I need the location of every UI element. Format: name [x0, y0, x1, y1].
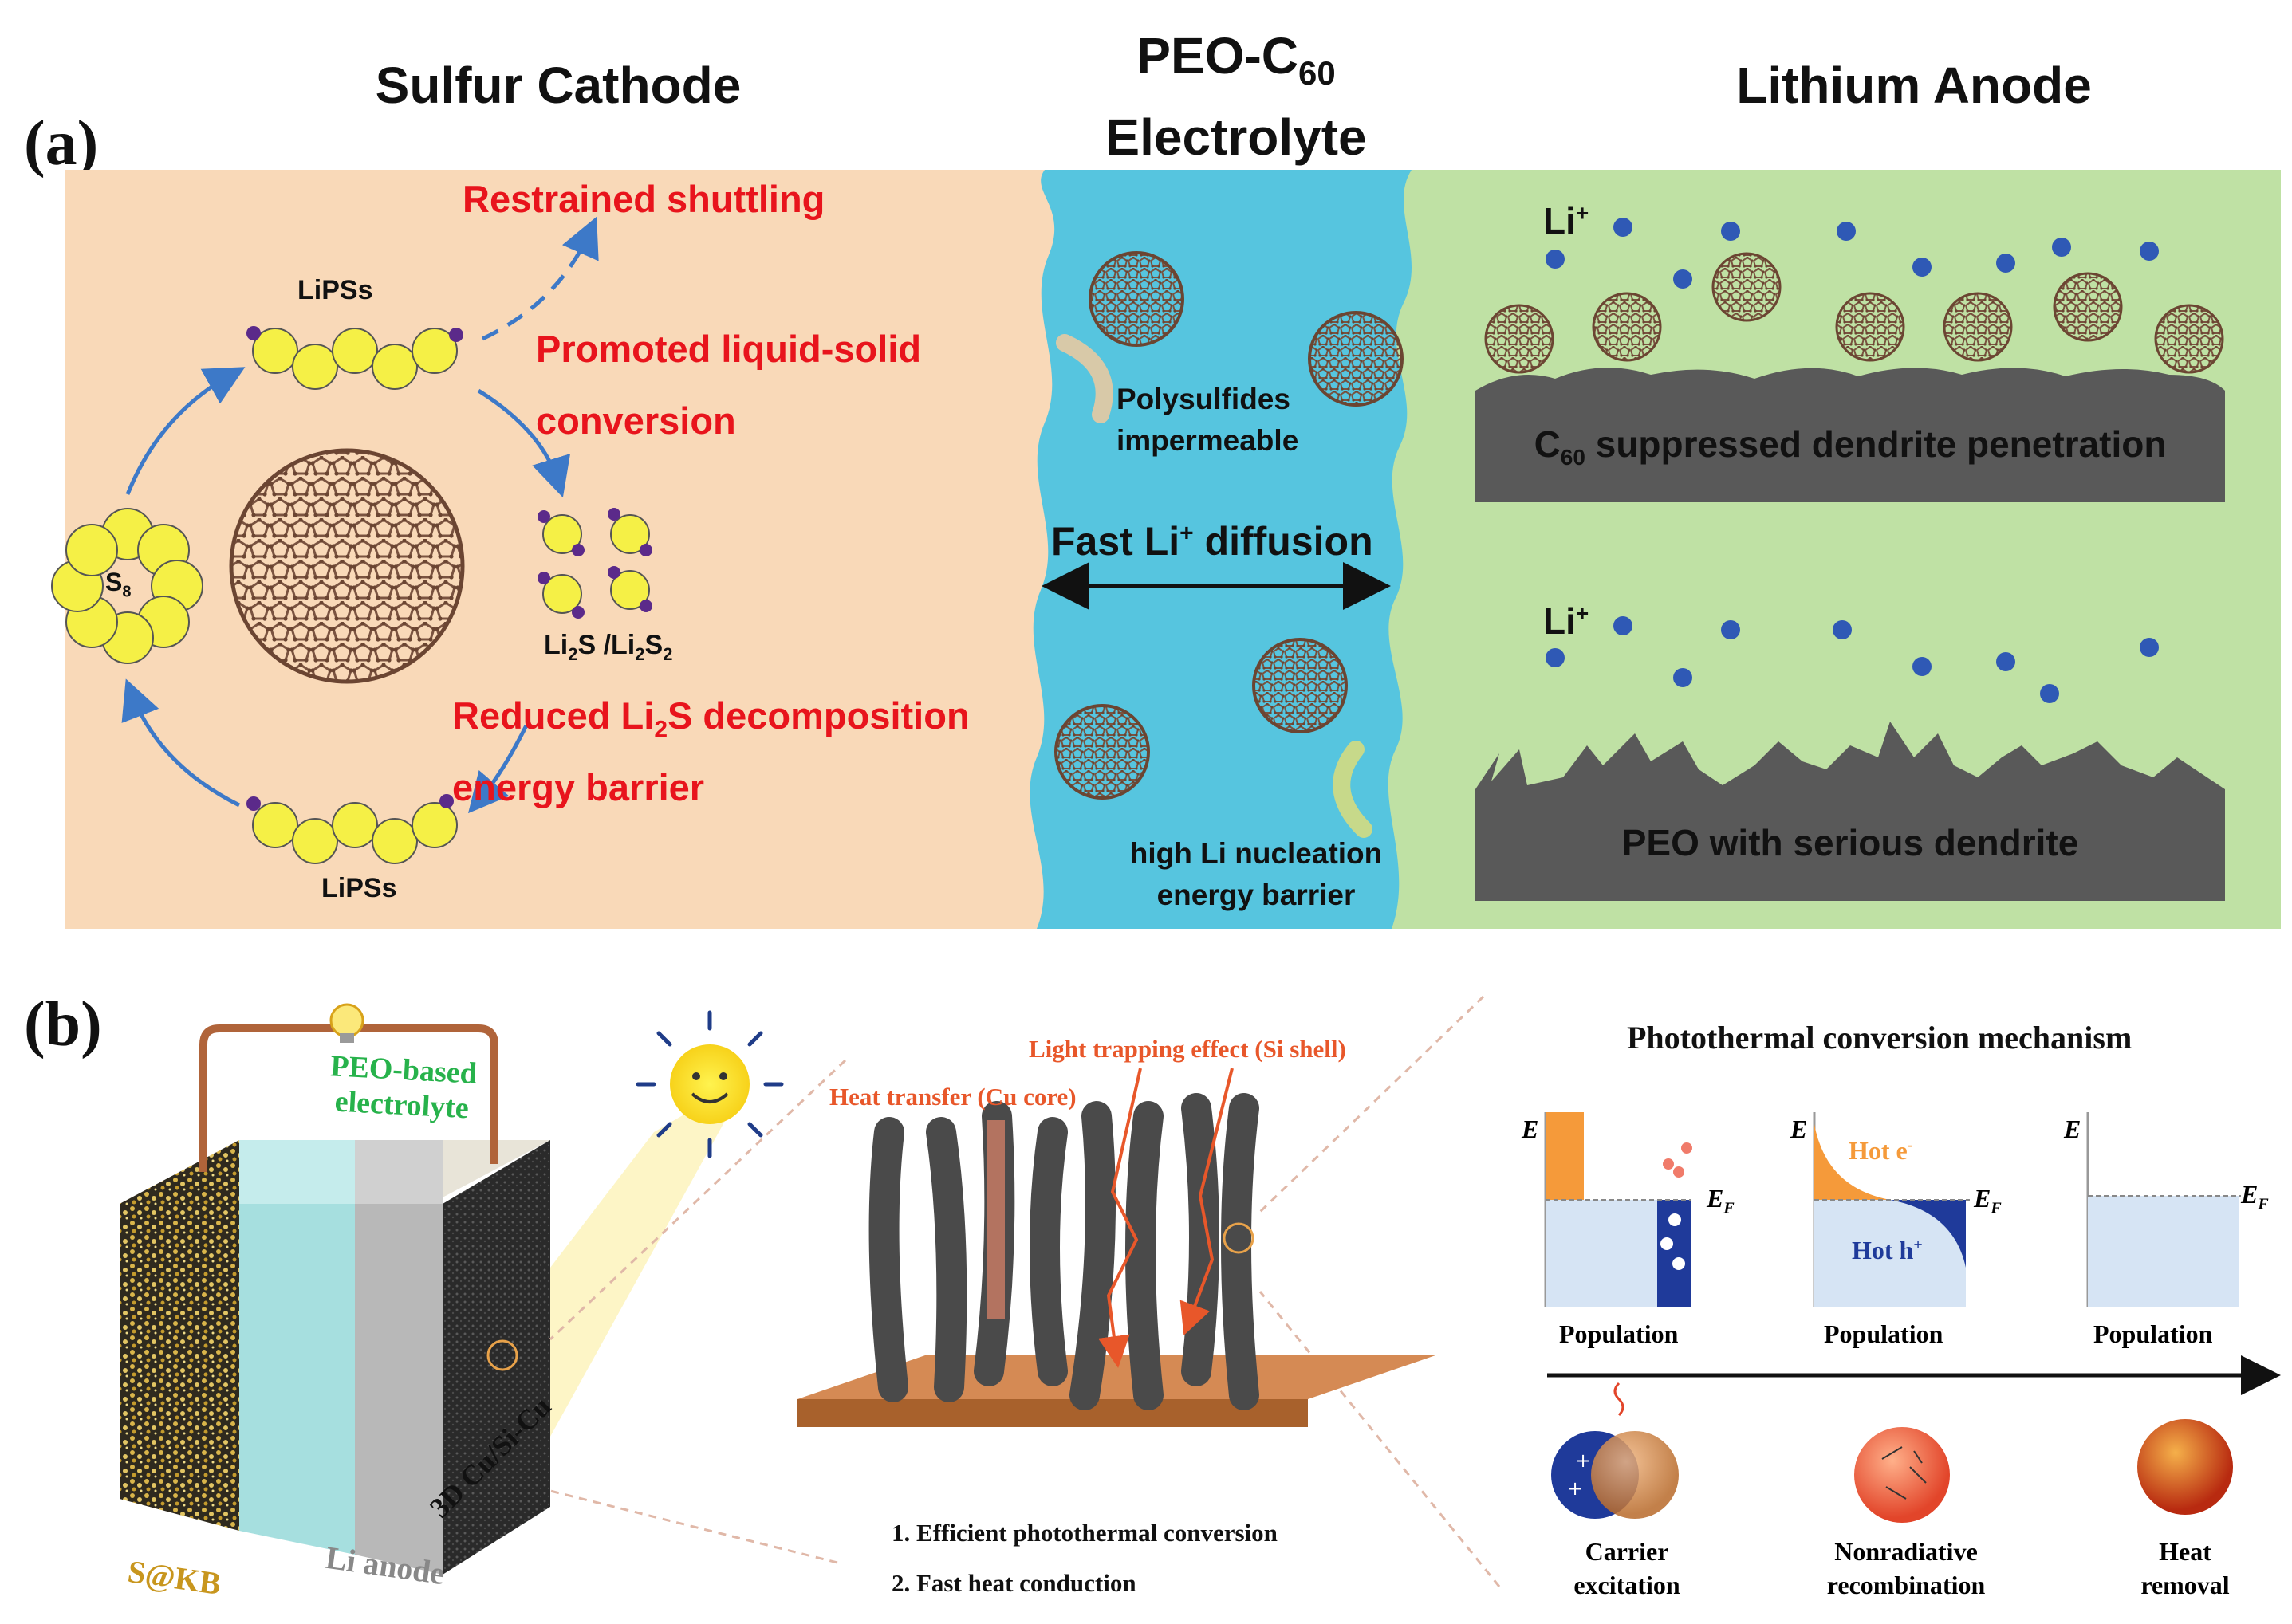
ef-label-1: EF	[1707, 1184, 1735, 1217]
lipss-top-label: LiPSs	[297, 275, 373, 305]
li-ions-bottom	[1546, 616, 2159, 703]
mechanism-plot-2	[1813, 1112, 1970, 1307]
heat-transfer-label: Heat transfer (Cu core)	[829, 1083, 1077, 1111]
light-trapping-label: Light trapping effect (Si shell)	[1029, 1035, 1346, 1063]
hot-electron-label: Hot e-	[1849, 1136, 1913, 1165]
electrolyte-header: PEO-C60 Electrolyte	[1105, 27, 1367, 166]
mechanism-plot-1	[1544, 1112, 1692, 1307]
point-2: 2. Fast heat conduction	[892, 1569, 1136, 1597]
e-axis-label-2: E	[1790, 1115, 1808, 1143]
s8-ring	[51, 508, 203, 664]
bulb-icon	[329, 1003, 364, 1043]
panel-a-diagram	[51, 170, 2281, 929]
hot-hole-label: Hot h+	[1852, 1236, 1923, 1264]
li-layer	[355, 1204, 443, 1575]
li-ion-label-top: Li+	[1543, 200, 1589, 242]
arrow-li2s-to-lipss	[467, 724, 529, 814]
anode-bar-bottom-label: PEO with serious dendrite	[1621, 822, 2079, 863]
panel-b-label: (b)	[24, 989, 102, 1060]
fullerene-electrolyte	[1054, 704, 1150, 800]
e-axis-label-1: E	[1522, 1115, 1539, 1143]
sulfur-cathode-header: Sulfur Cathode	[375, 57, 742, 114]
promoted-conversion-label-1: Promoted liquid-solid	[536, 328, 922, 370]
e-axis-label-3: E	[2064, 1115, 2081, 1143]
li-ions-top	[1546, 218, 2159, 289]
s8-label: S8	[105, 568, 132, 601]
anode-bar-top	[1475, 368, 2225, 502]
arrow-s8-to-lipss	[125, 367, 246, 495]
panel-a-label: (a)	[24, 108, 99, 179]
li2s-label: Li2S /Li2S2	[544, 630, 673, 664]
lipss-chain-top	[246, 326, 463, 390]
mechanism-title: Photothermal conversion mechanism	[1627, 1020, 2133, 1056]
ef-label-2: EF	[1974, 1184, 2002, 1217]
lipss-chain-bottom	[246, 794, 458, 864]
cu-layer	[443, 1140, 550, 1575]
heat-removal-icon	[2137, 1419, 2233, 1515]
anode-bar-top-label: C60 suppressed dendrite penetration	[1534, 423, 2167, 470]
fullerene-electrolyte	[1252, 638, 1348, 733]
population-label-1: Population	[1559, 1319, 1679, 1348]
fullerene-electrolyte	[1308, 311, 1404, 407]
panel-b-diagram: + +	[120, 995, 2281, 1587]
svg-text:+: +	[1567, 1477, 1583, 1500]
lipss-bottom-label: LiPSs	[321, 873, 397, 903]
peo-layer	[239, 1204, 355, 1555]
fast-diffusion-label: Fast Li+ diffusion	[1051, 519, 1373, 564]
population-label-3: Population	[2093, 1319, 2213, 1348]
li2s-molecules	[538, 508, 652, 619]
arrow-lipss-to-li2s	[477, 388, 571, 498]
li-ion-label-bottom: Li+	[1543, 600, 1589, 642]
carrier-excitation-icon: + +	[1551, 1382, 1679, 1519]
reduced-barrier-label-1: Reduced Li2S decomposition	[452, 694, 970, 743]
population-label-2: Population	[1824, 1319, 1943, 1348]
arrow-lipss-to-s8	[121, 678, 241, 808]
point-1: 1. Efficient photothermal conversion	[892, 1519, 1278, 1547]
svg-text:+: +	[1575, 1449, 1591, 1472]
promoted-conversion-label-2: conversion	[536, 399, 736, 442]
reflect-arrow-top	[1056, 334, 1113, 423]
mechanism-plot-3	[2086, 1112, 2241, 1307]
nonradiative-recombination-icon	[1854, 1427, 1950, 1523]
reflect-arrow-bottom	[1333, 741, 1372, 838]
reduced-barrier-label-2: energy barrier	[452, 766, 705, 808]
fullerenes-anode-top	[1484, 252, 2224, 374]
fullerene-large	[229, 448, 465, 684]
restrained-shuttling-label: Restrained shuttling	[463, 178, 825, 220]
battery	[120, 1003, 550, 1575]
lithium-anode-header: Lithium Anode	[1736, 57, 2092, 114]
skb-layer	[120, 1204, 239, 1531]
sun-icon	[636, 1010, 784, 1158]
nanowires	[868, 1093, 1259, 1410]
ef-label-3: EF	[2241, 1180, 2269, 1213]
fullerene-electrolyte	[1089, 251, 1184, 347]
anode-bar-bottom	[1475, 722, 2225, 901]
